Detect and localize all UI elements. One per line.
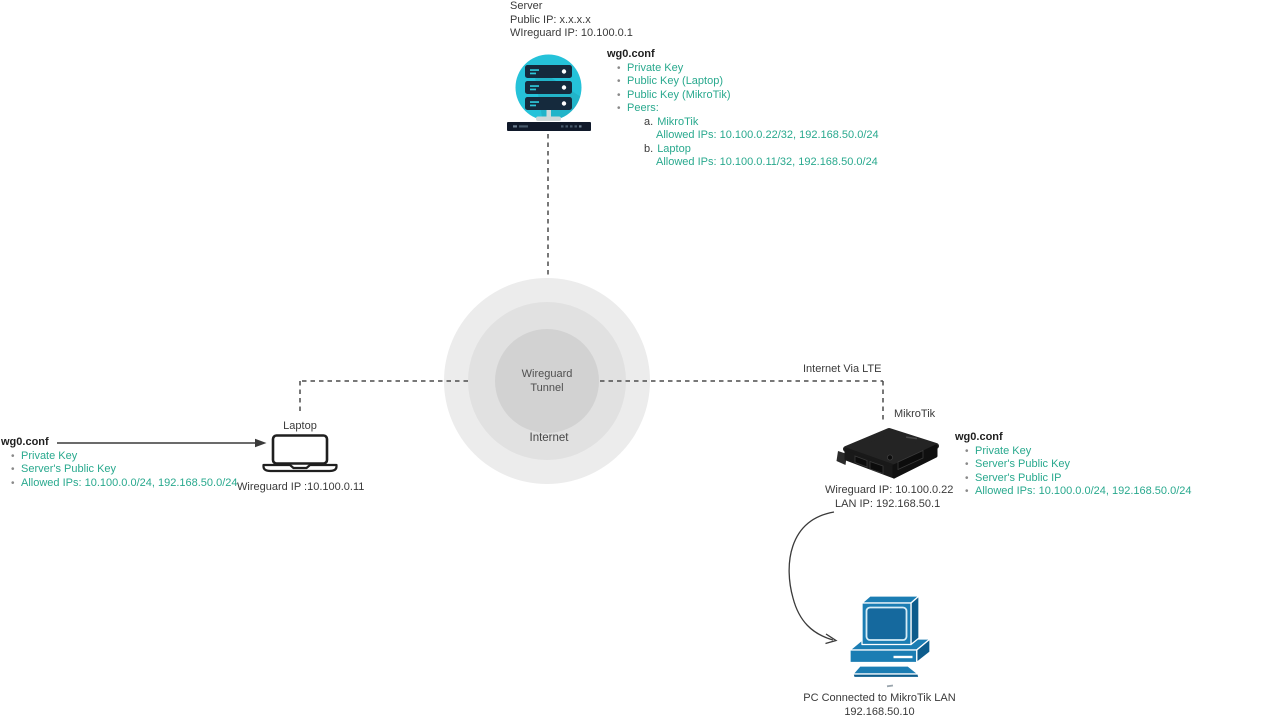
mikrotik-router-icon: [836, 428, 939, 479]
mikrotik-conf-item: Private Key: [965, 445, 1192, 459]
server-conf-title: wg0.conf: [607, 48, 655, 60]
server-peer-a-allowed: Allowed IPs: 10.100.0.22/32, 192.168.50.…: [656, 129, 879, 141]
server-peer-b: b.Laptop: [644, 143, 879, 157]
internet-via-lte-label: Internet Via LTE: [803, 363, 882, 375]
pc-ip: 192.168.50.10: [844, 705, 915, 718]
pc-icon: [849, 595, 931, 688]
mikrotik-lan-ip: LAN IP: 192.168.50.1: [835, 497, 941, 510]
mikrotik-label: MikroTik: [894, 408, 936, 420]
server-wireguard-ip: WIreguard IP: 10.100.0.1: [510, 27, 633, 39]
server-conf-item: Public Key (Laptop): [617, 75, 879, 89]
wireguard-tunnel-label: Wireguard Tunnel: [521, 368, 573, 394]
laptop-conf-item: Allowed IPs: 10.100.0.0/24, 192.168.50.0…: [11, 477, 238, 491]
mikrotik-conf: wg0.conf Private Key Server's Public Key…: [955, 431, 1192, 499]
peer-name: MikroTik: [657, 115, 699, 128]
mikrotik-conf-title: wg0.conf: [955, 431, 1003, 443]
server-stack: [525, 65, 572, 121]
server-conf: wg0.conf Private Key Public Key (Laptop)…: [607, 48, 879, 170]
rack-server-bar: [507, 122, 591, 131]
mikrotik-ips: Wireguard IP: 10.100.0.22 LAN IP: 192.16…: [825, 484, 953, 511]
peer-marker: b.: [644, 142, 654, 155]
server-info: Server Public IP: x.x.x.x WIreguard IP: …: [510, 0, 633, 41]
laptop-wireguard-ip: Wireguard IP :10.100.0.11: [237, 481, 365, 493]
peer-marker: a.: [644, 115, 654, 128]
laptop-label: Laptop: [283, 420, 317, 432]
mikrotik-conf-item: Allowed IPs: 10.100.0.0/24, 192.168.50.0…: [965, 485, 1192, 499]
connector-tunnel-laptop: [299, 380, 468, 414]
internet-label: Internet: [529, 432, 569, 444]
pc-label: PC Connected to MikroTik LAN: [803, 692, 956, 704]
mikrotik-wireguard-ip: Wireguard IP: 10.100.0.22: [825, 484, 954, 496]
connector-tunnel-mikrotik: [600, 380, 884, 420]
server-conf-item: Peers:: [617, 102, 879, 116]
laptop-conf-title: wg0.conf: [1, 436, 49, 448]
server-icon: [507, 54, 591, 131]
server-title: Server: [510, 0, 543, 12]
laptop-conf-list: Private Key Server's Public Key Allowed …: [11, 450, 238, 491]
lan-to-pc-arrow: [788, 511, 838, 645]
laptop-conf: wg0.conf Private Key Server's Public Key…: [1, 436, 238, 490]
server-peer-a: a.MikroTik: [644, 116, 879, 130]
server-conf-list: Private Key Public Key (Laptop) Public K…: [617, 62, 879, 116]
mikrotik-conf-item: Server's Public IP: [965, 472, 1192, 486]
laptop-icon: [262, 434, 338, 473]
mikrotik-conf-list: Private Key Server's Public Key Server's…: [965, 445, 1192, 499]
mikrotik-conf-item: Server's Public Key: [965, 458, 1192, 472]
laptop-conf-item: Private Key: [11, 450, 238, 464]
pc-labels: PC Connected to MikroTik LAN 192.168.50.…: [787, 692, 972, 719]
internet-cloud: [444, 278, 650, 484]
peer-name: Laptop: [657, 142, 691, 155]
conf-to-laptop-arrow: [57, 438, 267, 448]
wireguard-tunnel-ring: [495, 329, 599, 433]
server-public-ip: Public IP: x.x.x.x: [510, 13, 591, 26]
server-conf-item: Public Key (MikroTik): [617, 89, 879, 103]
server-peer-b-allowed: Allowed IPs: 10.100.0.11/32, 192.168.50.…: [656, 156, 878, 168]
laptop-conf-item: Server's Public Key: [11, 463, 238, 477]
server-conf-item: Private Key: [617, 62, 879, 76]
